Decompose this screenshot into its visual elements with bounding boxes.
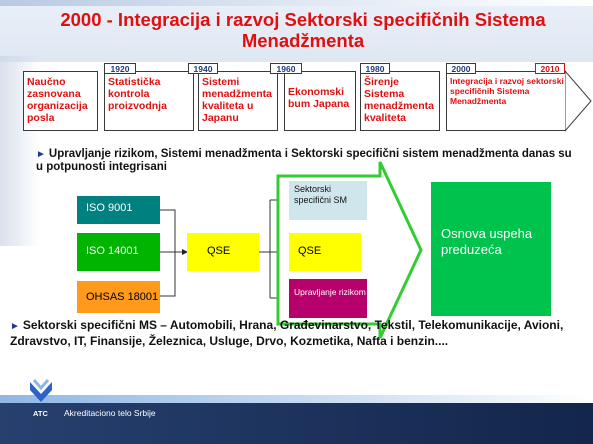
footer — [0, 403, 593, 444]
timeline-phase-label: Ekonomski bum Japana — [288, 86, 350, 110]
timeline-year: 1940 — [188, 63, 218, 74]
iso-14001-box: ISO 14001 — [77, 233, 160, 271]
bullet-integration: ►Upravljanje rizikom, Sistemi menadžment… — [36, 148, 581, 174]
timeline-arrow-head — [565, 70, 592, 132]
bullet-arrow-icon: ► — [10, 321, 20, 332]
atc-logo-icon — [30, 379, 52, 402]
bullet-arrow-icon: ► — [36, 149, 46, 160]
timeline-phase-label: Sistemi menadžmenta kvaliteta u Japanu — [202, 76, 273, 124]
timeline-year: 1980 — [360, 63, 390, 74]
timeline-year: 1920 — [104, 63, 136, 74]
qse-box-right: QSE — [289, 233, 361, 271]
timeline-phase-4: Ekonomski bum Japana — [284, 71, 356, 131]
iso-9001-box: ISO 9001 — [77, 196, 160, 224]
timeline-phase-5: Širenje Sistema menadžmenta kvaliteta — [360, 71, 440, 131]
bullet-text: Upravljanje rizikom, Sistemi menadžmenta… — [36, 148, 572, 173]
timeline-phase-label: Integracija i razvoj sektorski specifičn… — [450, 76, 564, 106]
risk-management-box: Upravljanje rizikom — [289, 279, 367, 318]
timeline-year: 2000 — [446, 63, 476, 74]
timeline-phase-3: Sistemi menadžmenta kvaliteta u Japanu — [198, 71, 278, 131]
footer-organization: Akreditaciono telo Srbije — [64, 408, 156, 418]
title-band — [0, 6, 593, 62]
timeline-phase-6: Integracija i razvoj sektorski specifičn… — [446, 71, 566, 131]
qse-box-left: QSE — [187, 233, 259, 271]
atc-logo-text: ATC — [33, 409, 48, 418]
company-success-box: Osnova uspeha preduzeća — [431, 182, 551, 316]
bullet-sector-list: ►Sektorski specifični MS – Automobili, H… — [10, 318, 588, 349]
timeline-phase-label: Naučno zasnovana organizacija posla — [27, 76, 88, 124]
bullet-text: Sektorski specifični MS – Automobili, Hr… — [10, 318, 564, 348]
sector-specific-sm-box: Sektorski specifični SM — [289, 181, 367, 220]
footer-accent-band — [0, 395, 593, 403]
timeline-phase-label: Statistička kontrola proizvodnja — [108, 76, 167, 112]
timeline-year: 2010 — [535, 63, 565, 74]
timeline-phase-2: Statistička kontrola proizvodnja — [104, 71, 194, 131]
timeline-phase-label: Širenje Sistema menadžmenta kvaliteta — [364, 76, 435, 124]
timeline-phase-1: Naučno zasnovana organizacija posla — [23, 71, 98, 131]
ohsas-18001-box: OHSAS 18001 — [77, 281, 160, 313]
timeline-year: 1960 — [270, 63, 302, 74]
top-accent-bar — [0, 0, 593, 6]
slide-title: 2000 - Integracija i razvoj Sektorski sp… — [60, 9, 546, 51]
